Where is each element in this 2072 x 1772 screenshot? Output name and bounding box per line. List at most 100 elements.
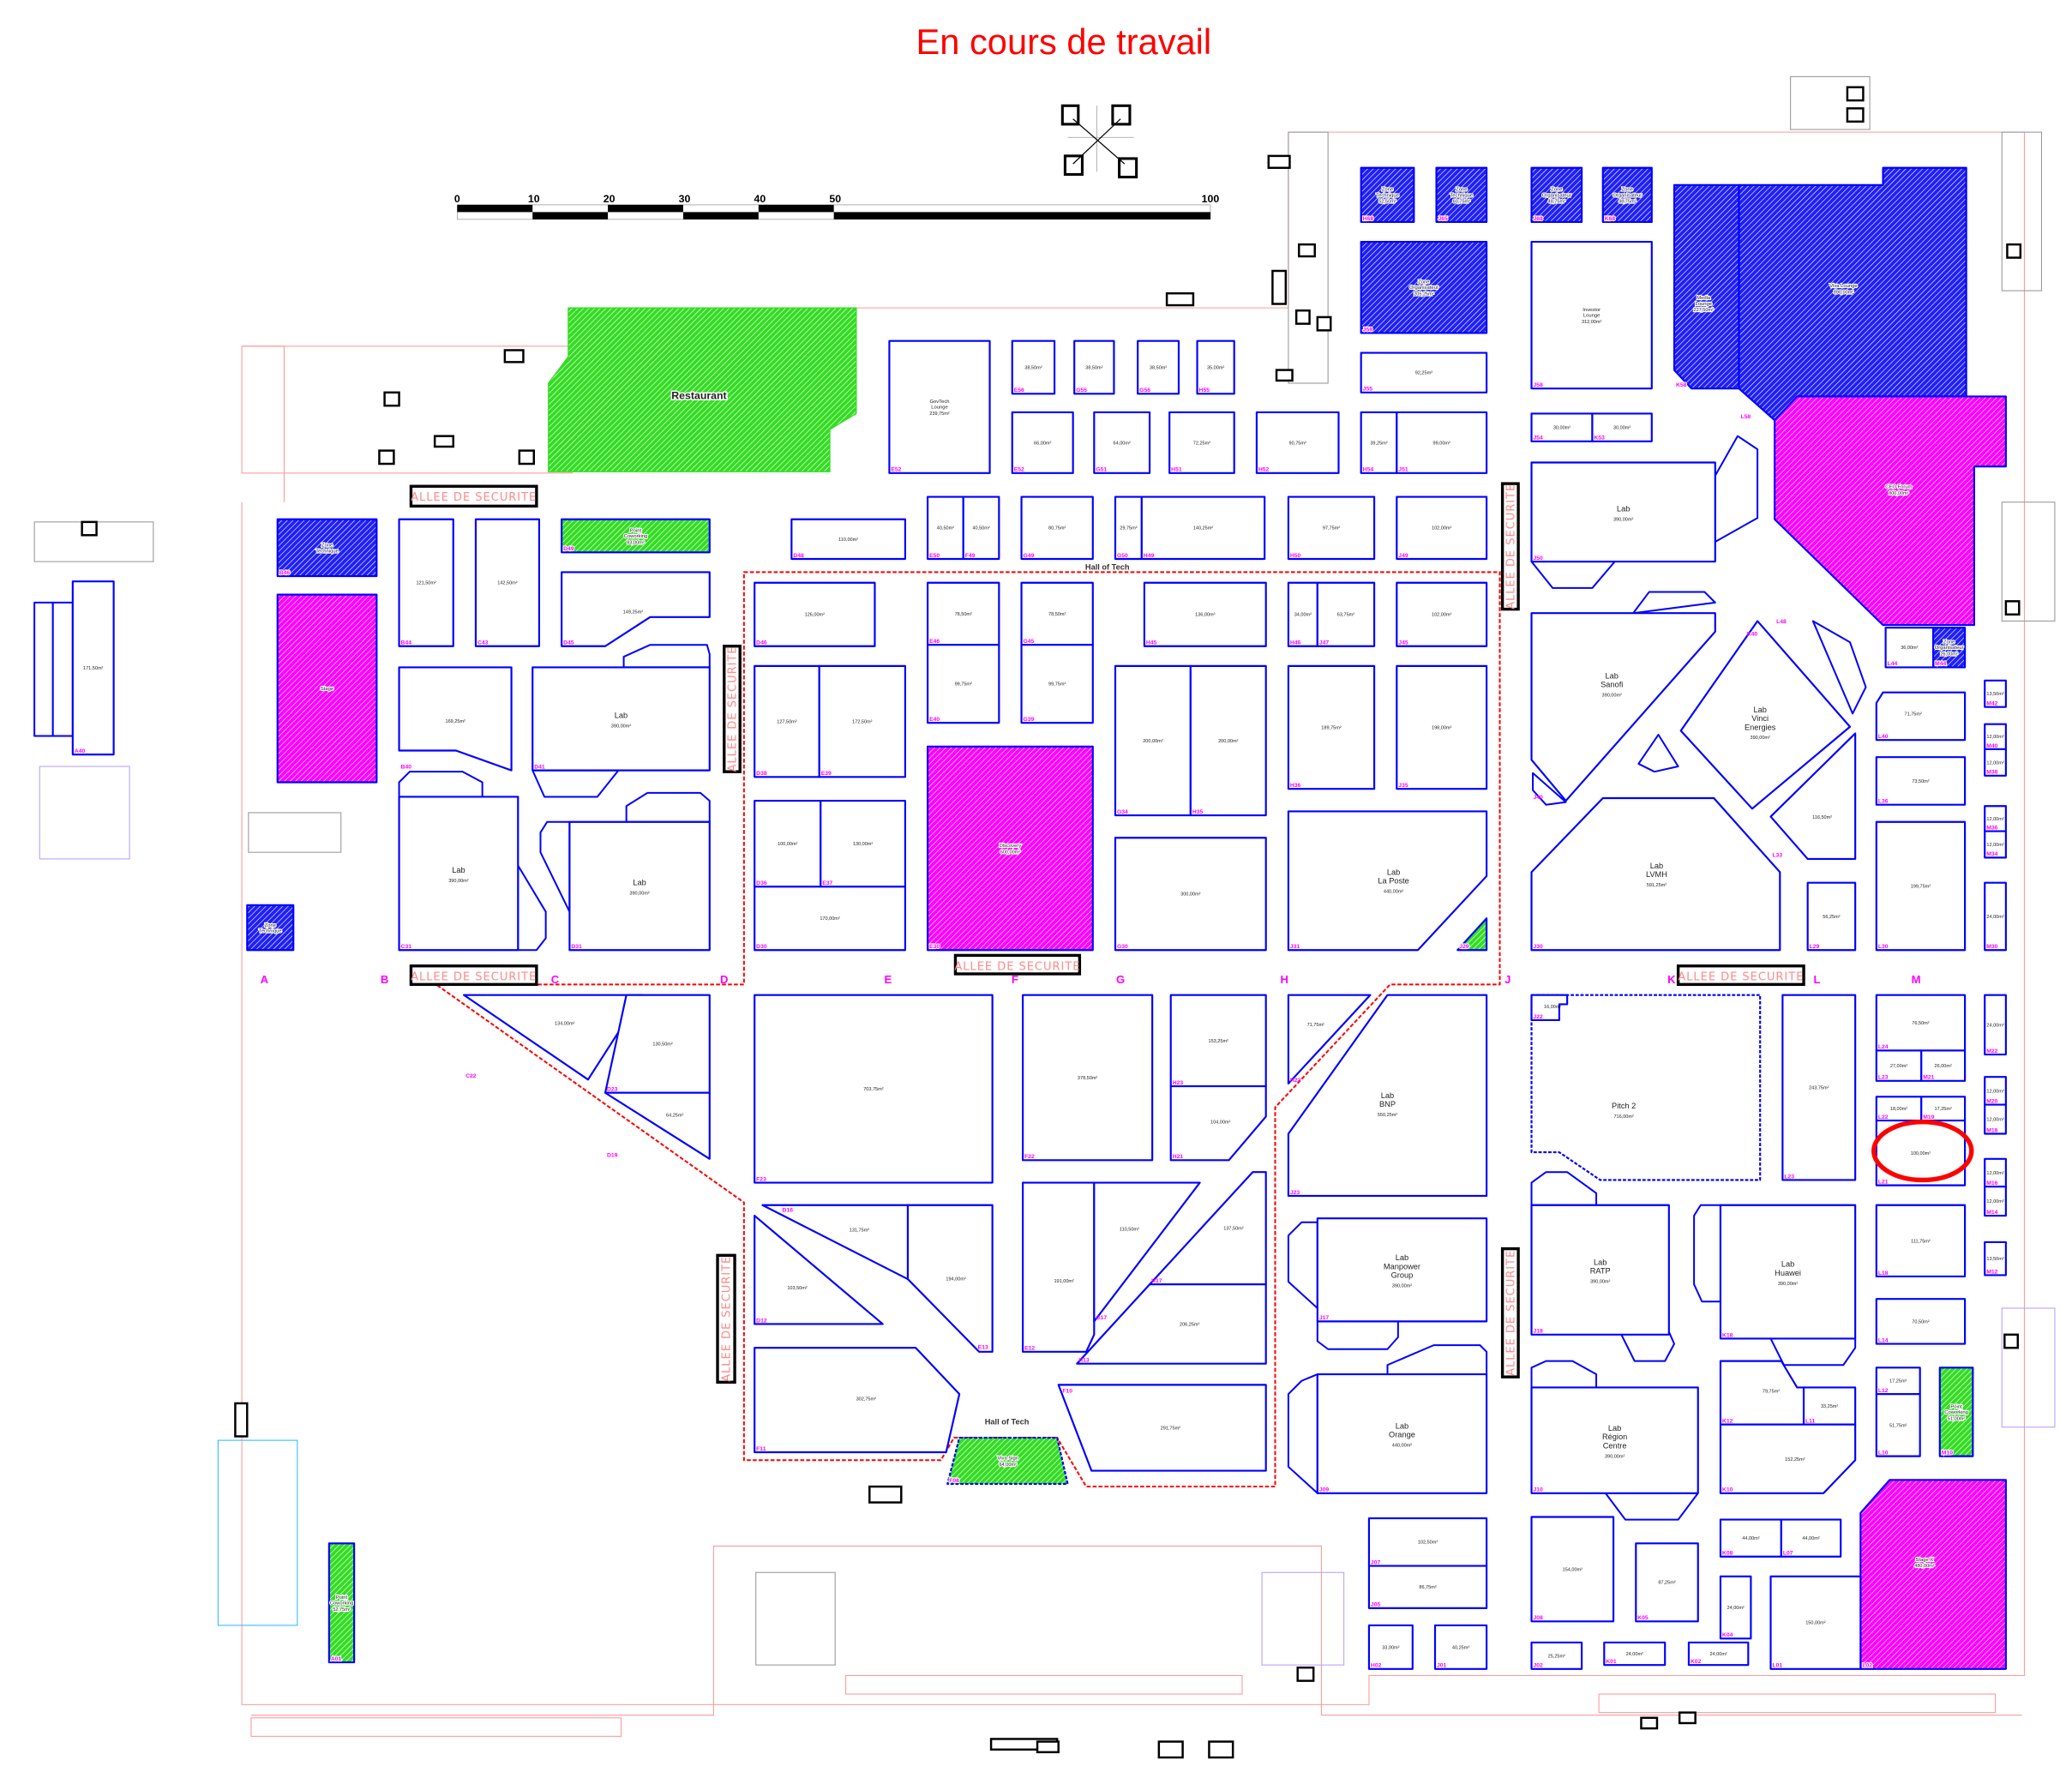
stand-shape[interactable] (1875, 756, 1967, 806)
stand-shape[interactable] (1984, 1103, 2007, 1135)
stand-shape[interactable] (327, 1542, 356, 1664)
stand-shape[interactable] (1780, 1518, 1842, 1558)
stand-shape[interactable] (276, 593, 378, 784)
stand-shape[interactable] (1287, 664, 1376, 790)
stand-shape[interactable] (1011, 339, 1056, 395)
stand-shape[interactable] (246, 904, 295, 952)
stand-shape[interactable] (1360, 166, 1415, 224)
stand-shape[interactable] (1530, 612, 1716, 802)
stand-shape[interactable] (1984, 748, 2007, 777)
stand-shape[interactable] (474, 518, 541, 647)
stand-shape[interactable] (1806, 881, 1857, 952)
stand-shape[interactable] (1433, 1624, 1488, 1670)
stand-shape[interactable] (71, 580, 115, 756)
stand-shape[interactable] (1456, 917, 1488, 952)
stand-shape[interactable] (1932, 627, 1967, 669)
stand-shape[interactable] (1530, 1516, 1615, 1623)
stand-shape[interactable] (1022, 994, 1154, 1162)
stand-shape[interactable] (398, 796, 520, 952)
restaurant-area[interactable]: Restaurant (548, 307, 857, 472)
stand-shape[interactable] (1719, 1518, 1782, 1558)
stand-shape[interactable] (1255, 411, 1340, 474)
stand-shape[interactable] (1396, 581, 1488, 647)
stand-shape[interactable] (1938, 1367, 1974, 1457)
stand-shape[interactable] (1316, 1217, 1488, 1323)
stand-shape[interactable] (1396, 496, 1488, 561)
stand-shape[interactable] (1287, 496, 1376, 561)
stand-shape[interactable] (604, 1091, 711, 1160)
stand-shape[interactable] (561, 518, 711, 554)
stand-shape[interactable] (1687, 1641, 1750, 1667)
stand-shape[interactable] (1114, 496, 1143, 561)
stand-shape[interactable] (398, 666, 513, 772)
stand-j29[interactable]: J29 (1456, 917, 1488, 952)
stand-shape[interactable] (1603, 1641, 1667, 1667)
stand-shape[interactable] (1875, 1393, 1921, 1457)
stand-shape[interactable] (927, 745, 1094, 952)
stand-shape[interactable] (927, 581, 1000, 646)
stand-shape[interactable] (1984, 881, 2007, 952)
stand-shape[interactable] (818, 664, 906, 778)
stand-shape[interactable] (1719, 1204, 1857, 1340)
stand-shape[interactable] (927, 644, 1000, 724)
